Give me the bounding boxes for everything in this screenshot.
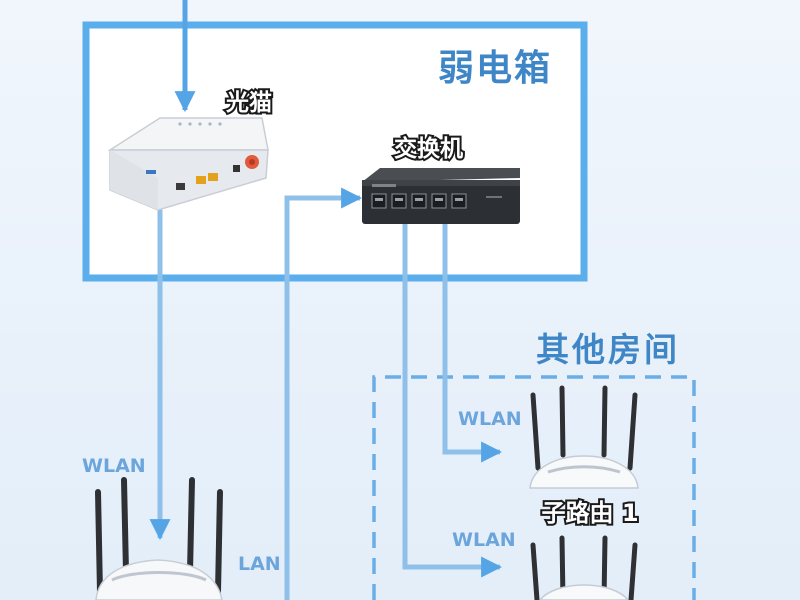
optical-modem	[107, 117, 269, 211]
other-rooms-label: 其他房间	[536, 330, 680, 369]
weak-current-box-label: 弱电箱	[438, 48, 552, 89]
other-rooms-area	[372, 375, 696, 600]
sub-router-2	[530, 535, 638, 600]
network-switch	[362, 168, 520, 224]
sub-router-1	[529, 385, 639, 489]
wlan-main-label: WLAN	[82, 455, 146, 477]
wlan-sub1-label: WLAN	[458, 408, 522, 430]
switch-to-sub1-line	[442, 222, 503, 463]
main-router	[95, 477, 223, 600]
lan-line	[284, 187, 363, 600]
connection-lines	[149, 0, 503, 600]
wlan-sub2-label: WLAN	[452, 529, 516, 551]
sub-router-1-label: 子路由 1	[541, 499, 638, 527]
switch-to-sub2-line	[402, 222, 503, 578]
modem-label: 光猫	[225, 90, 272, 116]
switch-label: 交换机	[394, 135, 463, 162]
lan-main-label: LAN	[238, 553, 281, 575]
